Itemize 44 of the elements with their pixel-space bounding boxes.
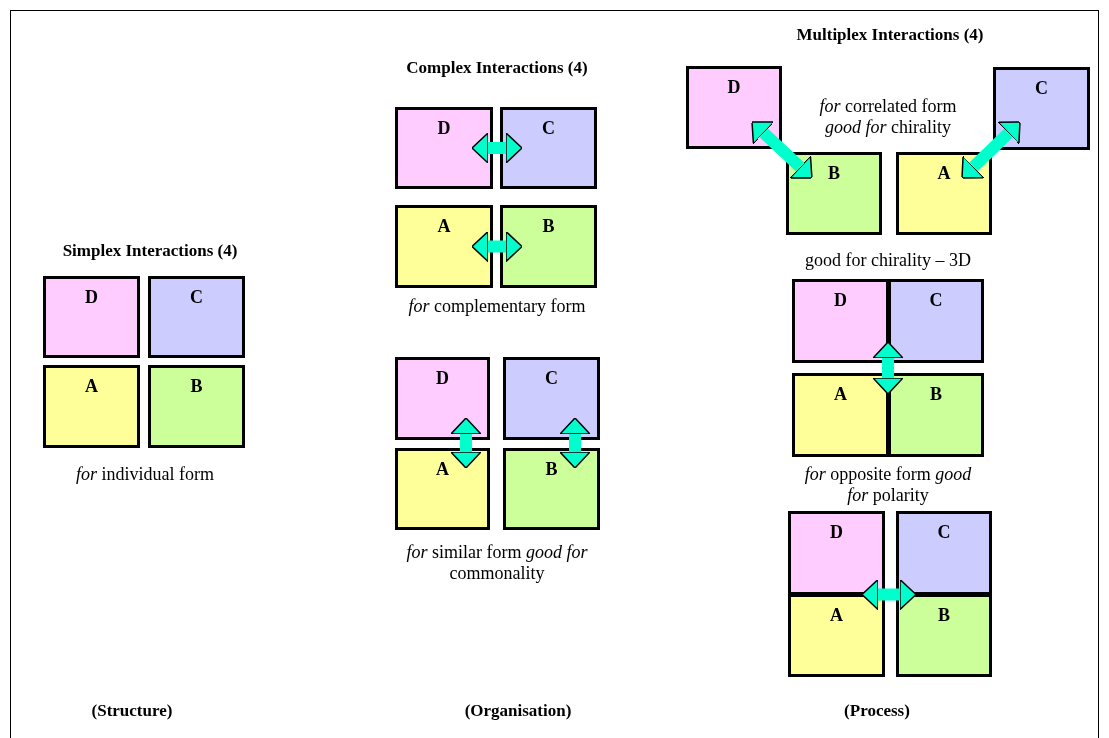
double-arrow bbox=[751, 121, 813, 179]
square-tile: D bbox=[792, 279, 889, 363]
heading: Multiplex Interactions (4) bbox=[795, 24, 985, 45]
square-tile: C bbox=[888, 279, 984, 363]
square-tile: D bbox=[395, 107, 493, 189]
heading: (Organisation) bbox=[463, 700, 573, 721]
square-tile: C bbox=[148, 276, 245, 358]
caption: for correlated form good for chirality bbox=[818, 96, 958, 138]
square-tile: C bbox=[503, 357, 600, 440]
square-tile: A bbox=[43, 365, 140, 448]
double-arrow bbox=[872, 341, 904, 395]
caption: for individual form bbox=[75, 464, 215, 485]
square-tile: A bbox=[792, 373, 889, 457]
square-tile: B bbox=[500, 205, 597, 288]
double-arrow bbox=[450, 417, 482, 469]
square-tile: D bbox=[686, 66, 782, 149]
caption: for opposite form good for polarity bbox=[803, 464, 973, 506]
double-arrow bbox=[471, 230, 523, 263]
square-tile: C bbox=[896, 511, 992, 595]
square-tile: A bbox=[395, 448, 490, 530]
caption: for similar form good for commonality bbox=[405, 542, 589, 584]
double-arrow bbox=[861, 578, 917, 611]
heading: (Process) bbox=[843, 700, 911, 721]
square-tile: C bbox=[993, 67, 1090, 150]
square-tile: D bbox=[788, 511, 885, 595]
caption: good for chirality – 3D bbox=[804, 250, 972, 271]
caption: for complementary form bbox=[407, 296, 587, 317]
square-tile: C bbox=[500, 107, 597, 189]
square-tile: D bbox=[43, 276, 140, 358]
heading: Complex Interactions (4) bbox=[405, 57, 589, 78]
square-tile: A bbox=[896, 152, 992, 235]
square-tile: A bbox=[395, 205, 493, 288]
square-tile: B bbox=[503, 448, 600, 530]
double-arrow bbox=[961, 121, 1021, 179]
heading: (Structure) bbox=[90, 700, 174, 721]
heading: Simplex Interactions (4) bbox=[61, 240, 239, 261]
square-tile: A bbox=[788, 594, 885, 677]
double-arrow bbox=[471, 132, 523, 164]
square-tile: B bbox=[148, 365, 245, 448]
square-tile: D bbox=[395, 357, 490, 440]
square-tile: B bbox=[896, 594, 992, 677]
double-arrow bbox=[559, 417, 591, 469]
square-tile: B bbox=[786, 152, 882, 235]
square-tile: B bbox=[888, 373, 984, 457]
